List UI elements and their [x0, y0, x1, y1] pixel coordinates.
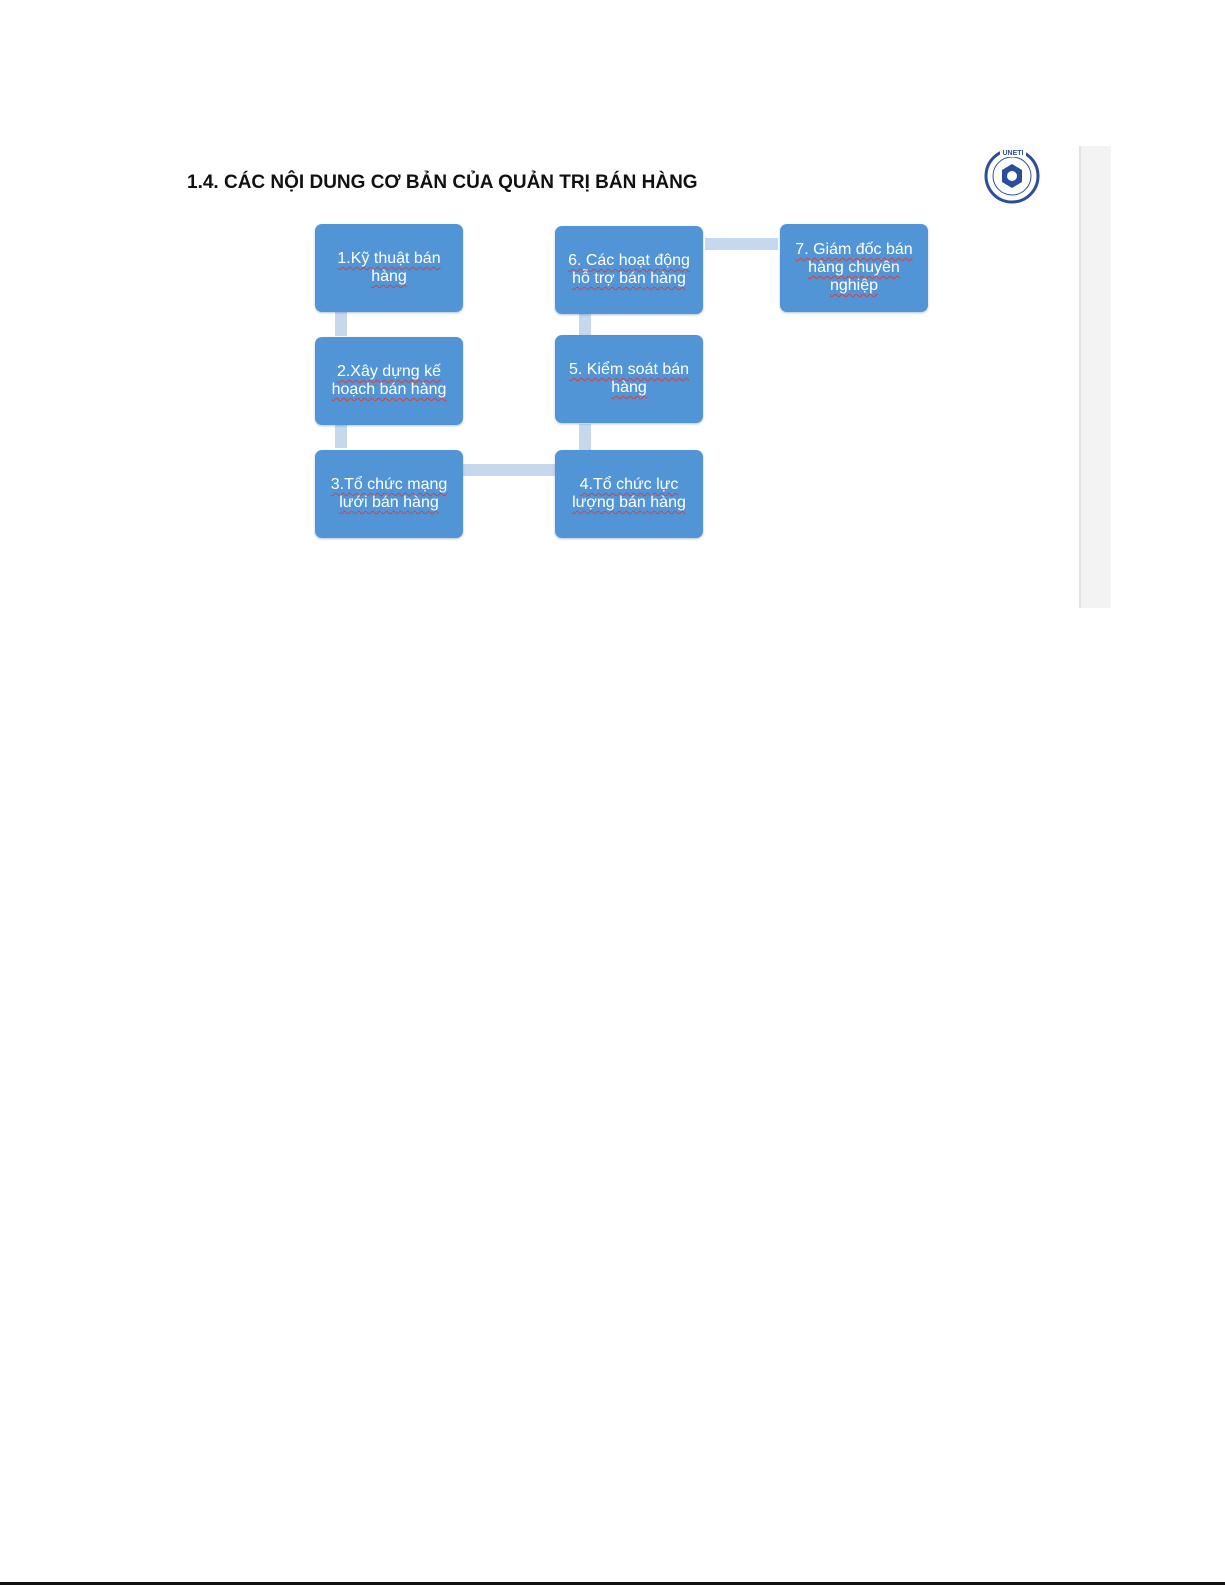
connector-3-4	[463, 464, 556, 476]
node-label: 6. Các hoạt động hỗ trợ bán hàng	[561, 252, 697, 288]
connector-6-7	[705, 238, 778, 250]
node-giam-doc-ban-hang: 7. Giám đốc bán hàng chuyên nghiệp	[780, 224, 928, 312]
node-label: 1.Kỹ thuật bán hàng	[321, 250, 457, 286]
node-label: 5. Kiểm soát bán hàng	[561, 361, 697, 397]
connector-5-6	[579, 314, 591, 336]
node-ky-thuat-ban-hang: 1.Kỹ thuật bán hàng	[315, 224, 463, 312]
node-label: 7. Giám đốc bán hàng chuyên nghiệp	[786, 241, 922, 295]
connector-1-2	[335, 310, 347, 336]
node-label: 4.Tổ chức lực lượng bán hàng	[561, 476, 697, 512]
node-to-chuc-luc-luong: 4.Tổ chức lực lượng bán hàng	[555, 450, 703, 538]
node-kiem-soat-ban-hang: 5. Kiểm soát bán hàng	[555, 335, 703, 423]
node-xay-dung-ke-hoach: 2.Xây dựng kế hoạch bán hàng	[315, 337, 463, 425]
node-label: 3.Tổ chức mạng lưới bán hàng	[321, 476, 457, 512]
process-diagram: 1.Kỹ thuật bán hàng 2.Xây dựng kế hoạch …	[0, 0, 1225, 620]
connector-4-5	[579, 424, 591, 450]
connector-2-3	[335, 423, 347, 448]
node-label: 2.Xây dựng kế hoạch bán hàng	[321, 363, 457, 399]
node-hoat-dong-ho-tro: 6. Các hoạt động hỗ trợ bán hàng	[555, 226, 703, 314]
node-to-chuc-mang-luoi: 3.Tổ chức mạng lưới bán hàng	[315, 450, 463, 538]
